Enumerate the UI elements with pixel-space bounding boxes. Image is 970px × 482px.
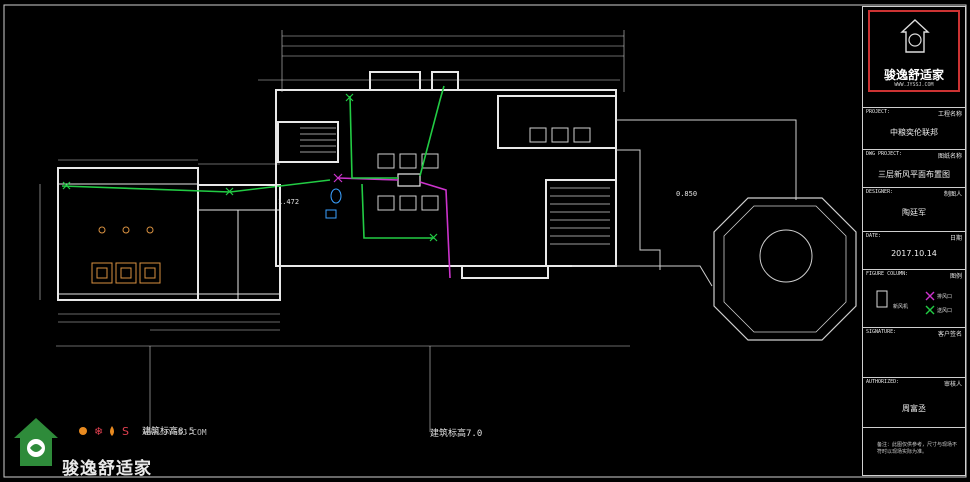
plants: [98, 226, 154, 234]
signature-row: SIGNATURE: 客户签名: [863, 327, 965, 338]
west-dimensions: [39, 159, 630, 347]
project-row: PROJECT: 工程名称: [863, 107, 965, 118]
fresh-air-unit: [397, 173, 421, 187]
east-terrace: [572, 119, 797, 287]
bottom-dimensions: [149, 346, 431, 432]
svg-text:❄: ❄: [94, 425, 103, 438]
designer-value: 陶廷军: [902, 208, 926, 217]
company-logo: 骏逸舒适家 WWW.JYSSJ.COM: [868, 10, 960, 92]
figure-row: FIGURE COLUMN: 图例: [863, 269, 965, 320]
legend-supply-label: 送风口: [937, 308, 953, 314]
sheet-frame: [3, 4, 967, 478]
pool-center: [759, 229, 813, 283]
title-block: PROJECT: 工程名称 中粮奕伦联邦 DWG PROJECT: 图纸名称 三…: [862, 6, 966, 476]
drawing-value: 三层新风平面布置图: [878, 170, 950, 179]
legend-exhaust-icon: [925, 291, 935, 301]
note-row: 备注：此图仅供参考，尺寸与现场不符时以现场实际为准。: [863, 427, 965, 474]
legend-unit-label: 新风机: [893, 304, 909, 310]
table-chairs: [377, 127, 591, 211]
supply-vent-central: [345, 93, 438, 242]
note-text: 备注：此图仅供参考，尺寸与现场不符时以现场实际为准。: [877, 442, 958, 455]
supply-vent-west: [62, 181, 234, 196]
level-label-2: 0.850: [676, 190, 698, 198]
supply-duct-central: [349, 85, 445, 239]
svg-text:S: S: [122, 425, 129, 438]
project-value: 中粮奕伦联邦: [890, 128, 938, 137]
date-value: 2017.10.14: [891, 249, 937, 258]
legend-unit-icon: [876, 290, 888, 308]
house-heart-icon: [900, 19, 930, 53]
bathroom-fixtures: [325, 188, 342, 219]
designer-row: DESIGNER: 制图人: [863, 187, 965, 198]
logo-text: 骏逸舒适家: [883, 68, 944, 82]
exhaust-duct: [337, 177, 451, 279]
authorized-value: 周富丞: [902, 404, 926, 413]
octagonal-pool-inner: [723, 205, 847, 333]
bottom-label-right: 建筑标高7.0: [430, 429, 483, 439]
weather-icons: ❄ S: [79, 425, 129, 438]
west-wing-walls: [57, 167, 281, 301]
legend-exhaust-label: 排风口: [937, 294, 953, 300]
logo-url: WWW.JYSSJ.COM: [894, 82, 934, 88]
house-logo-icon: [14, 418, 58, 466]
watermark-text: 骏逸舒适家: [62, 459, 152, 479]
bottom-label-left: 建筑标高8.5: [142, 427, 195, 437]
central-dimensions: [258, 30, 625, 92]
watermark-url: WWW.JYSSJ.COM: [144, 428, 207, 437]
supply-duct-west: [61, 179, 331, 193]
staircase: [300, 127, 610, 245]
legend-supply-icon: [925, 305, 935, 315]
level-label-1: 1.472: [278, 198, 300, 206]
date-row: DATE: 日期: [863, 231, 965, 242]
authorized-row: AUTHORIZED: 审核人: [863, 377, 965, 388]
drawing-row: DWG PROJECT: 图纸名称: [863, 149, 965, 160]
central-walls: [275, 71, 617, 279]
sofa-furniture: [91, 262, 161, 284]
octagonal-pool-outer: [713, 197, 857, 341]
exhaust-vent: [333, 173, 343, 183]
